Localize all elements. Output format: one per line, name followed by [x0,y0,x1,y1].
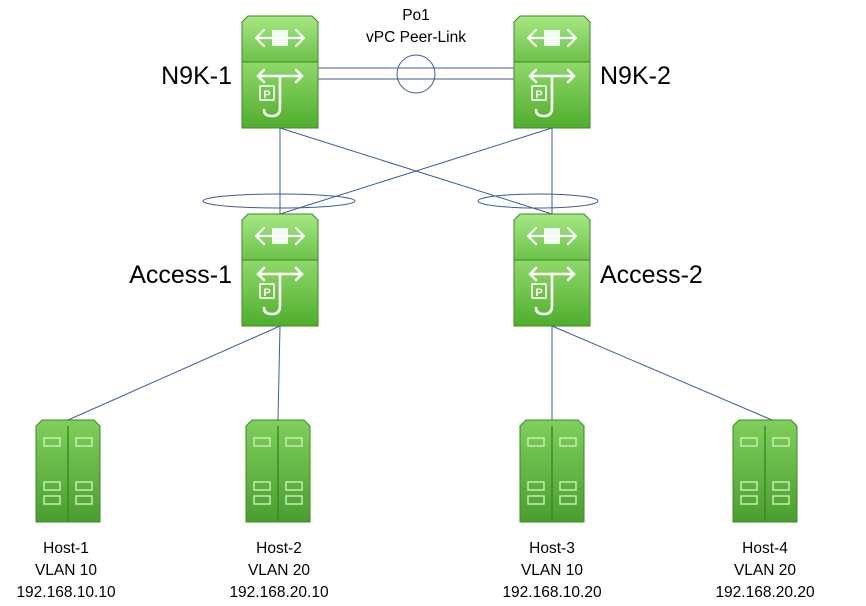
host-3-vlan: VLAN 10 [521,562,583,579]
host-4-name: Host-4 [742,540,788,557]
switch-access-1-icon[interactable] [240,212,320,328]
host-2-name: Host-2 [256,540,302,557]
vpc-peer-link [318,54,514,94]
switch-n9k-2-icon[interactable] [512,14,592,130]
portchannel-access-1 [202,193,356,209]
host-2-icon[interactable] [245,419,311,523]
link-n9k2-acc1 [279,127,553,215]
switch-access-2-icon[interactable] [512,212,592,328]
host-1-vlan: VLAN 10 [35,562,97,579]
host-1-name: Host-1 [43,540,89,557]
switch-n9k-1-label: N9K-1 [161,62,232,90]
link-acc1-h2 [277,325,281,421]
host-2-labels: Host-2 VLAN 20 192.168.20.10 [229,540,329,601]
link-acc1-h1 [67,325,281,421]
links-layer [67,127,773,421]
peer-link-description: vPC Peer-Link [366,29,466,46]
host-1-ip: 192.168.10.10 [16,584,116,601]
host-2-ip: 192.168.20.10 [229,584,329,601]
host-4-labels: Host-4 VLAN 20 192.168.20.20 [715,540,815,601]
host-1-labels: Host-1 VLAN 10 192.168.10.10 [16,540,116,601]
switch-access-2-label: Access-2 [600,261,703,289]
host-3-ip: 192.168.10.20 [502,584,602,601]
switch-n9k-1-icon[interactable] [240,14,320,130]
peer-link-name: Po1 [402,7,430,24]
host-3-name: Host-3 [529,540,575,557]
host-2-vlan: VLAN 20 [248,562,310,579]
host-4-icon[interactable] [732,419,798,523]
host-3-icon[interactable] [519,419,585,523]
host-4-vlan: VLAN 20 [734,562,796,579]
link-acc2-h4 [551,325,773,421]
portchannel-access-2 [477,193,599,209]
host-1-icon[interactable] [35,419,101,523]
switch-access-1-label: Access-1 [129,261,232,289]
host-3-labels: Host-3 VLAN 10 192.168.10.20 [502,540,602,601]
switch-n9k-2-label: N9K-2 [600,62,671,90]
host-4-ip: 192.168.20.20 [715,584,815,601]
